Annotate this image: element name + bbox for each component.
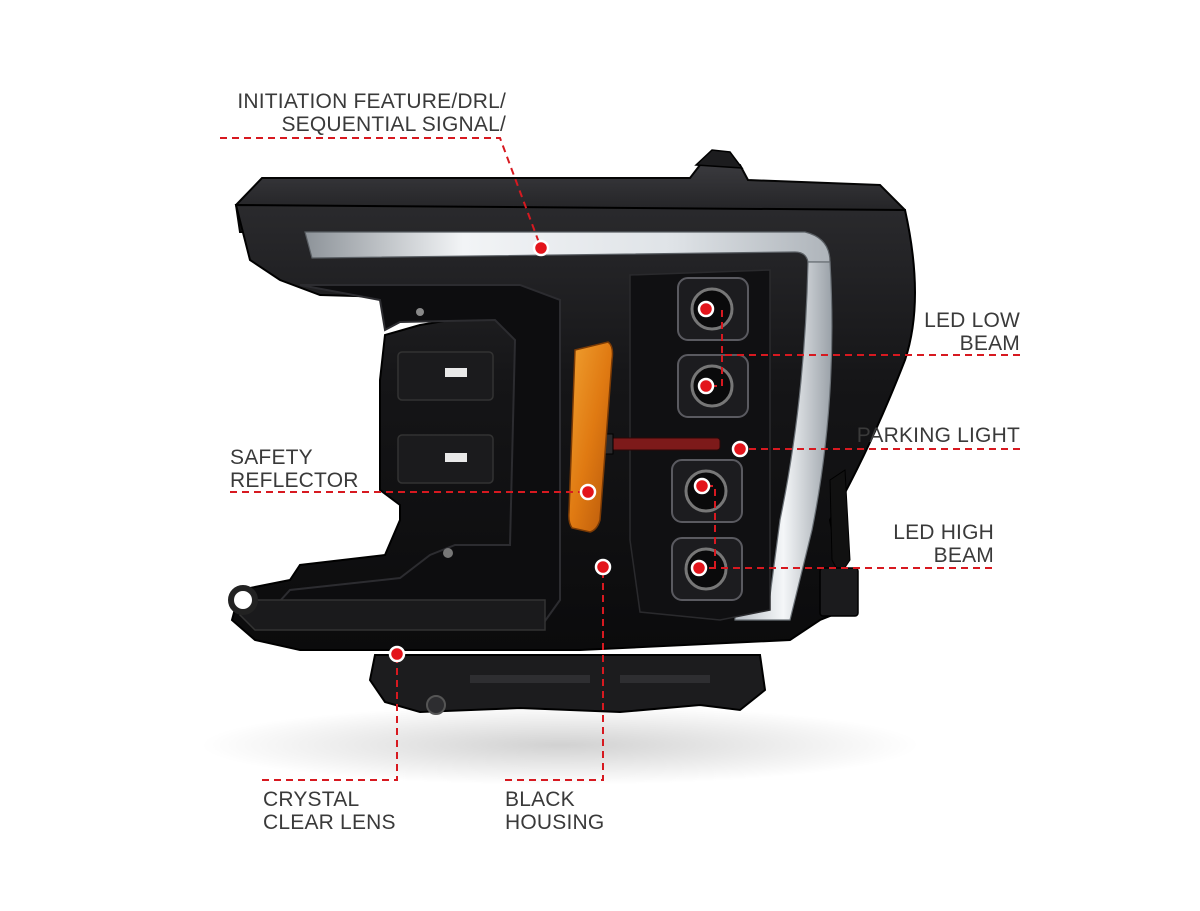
callout-marker-initiation bbox=[532, 239, 550, 257]
bottom-adjuster-base bbox=[368, 654, 767, 714]
callout-marker-housing bbox=[594, 558, 612, 576]
leader-line-initiation bbox=[220, 137, 542, 249]
callout-marker-led-low-2 bbox=[697, 377, 715, 395]
amber-safety-reflector bbox=[568, 341, 614, 533]
callout-marker-led-low bbox=[697, 300, 715, 318]
leader-line-led-high-branch bbox=[702, 485, 716, 568]
callout-marker-parking bbox=[731, 440, 749, 458]
callout-led-low-label: LED LOW BEAM bbox=[924, 309, 1020, 355]
leader-line-housing bbox=[505, 567, 604, 781]
callout-crystal-label: CRYSTAL CLEAR LENS bbox=[263, 788, 396, 834]
callout-marker-safety bbox=[579, 483, 597, 501]
callout-marker-led-high-2 bbox=[693, 477, 711, 495]
callout-marker-crystal bbox=[388, 645, 406, 663]
callout-initiation-label: INITIATION FEATURE/DRL/ SEQUENTIAL SIGNA… bbox=[237, 90, 506, 136]
callout-parking-label: PARKING LIGHT bbox=[856, 424, 1020, 447]
leader-line-crystal bbox=[262, 654, 398, 781]
callout-housing-label: BLACK HOUSING bbox=[505, 788, 605, 834]
leader-line-led-low bbox=[721, 309, 1020, 356]
callout-safety-label: SAFETY REFLECTOR bbox=[230, 446, 359, 492]
callout-led-high-label: LED HIGH BEAM bbox=[893, 521, 994, 567]
callout-marker-led-high bbox=[690, 559, 708, 577]
